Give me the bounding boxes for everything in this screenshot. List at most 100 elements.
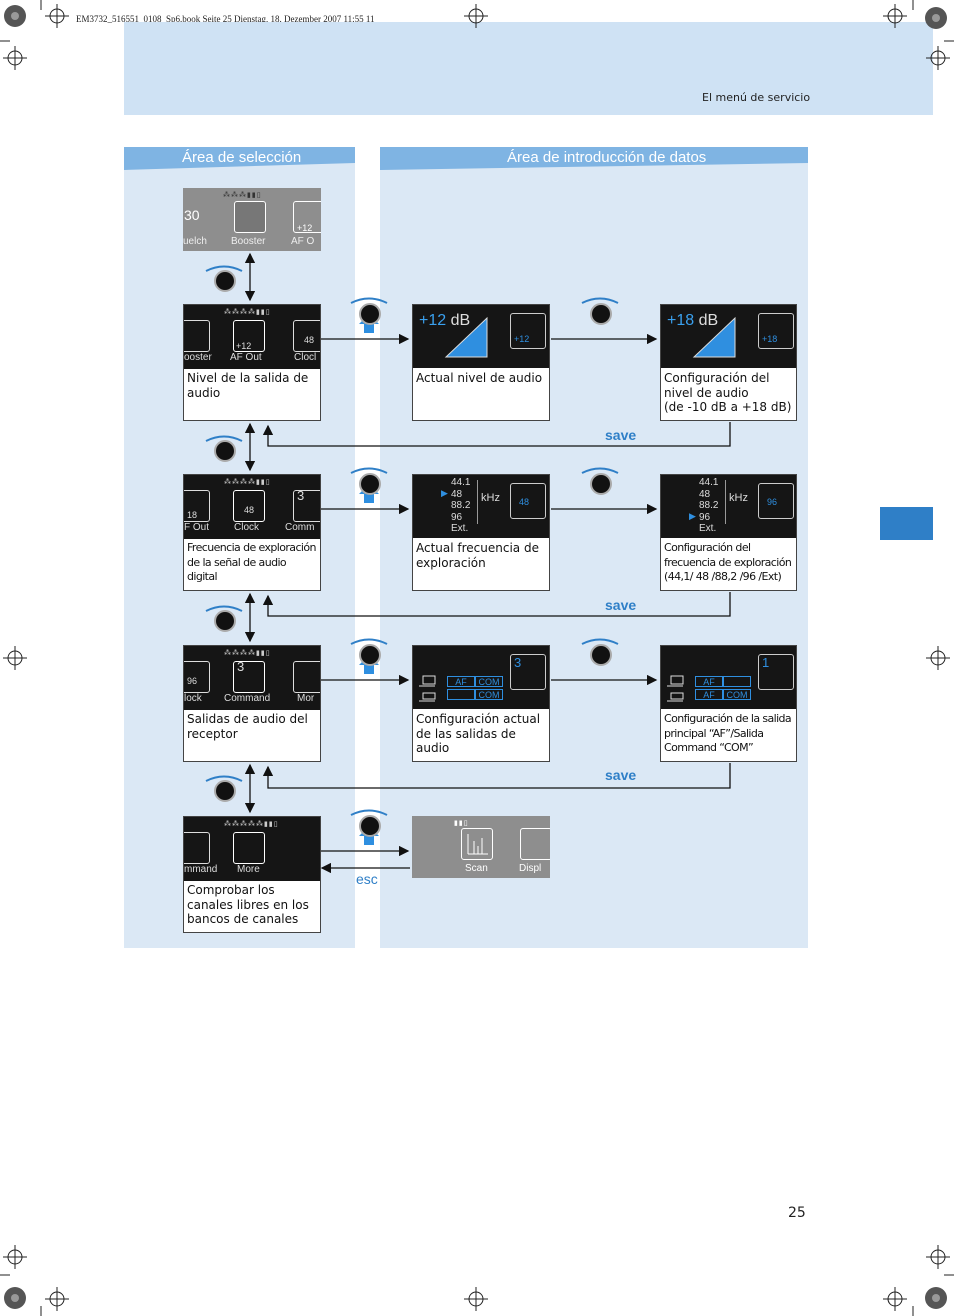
- command-icon: [184, 832, 210, 864]
- command-icon: [293, 490, 320, 522]
- scan-label: Scan: [465, 863, 488, 874]
- top-menu-screen: ⁂⁂⁂▮▮▯ 30 uelch Booster +12 AF O: [183, 188, 321, 251]
- config-caption-line: frecuencia de exploración: [664, 555, 792, 569]
- output-jack-icon: [667, 675, 684, 702]
- select-card-more[interactable]: ⁂⁂⁂⁂⁂▮▮▯ mmand More Comprobar los canale…: [183, 816, 321, 933]
- rate-list: 44.1 48 88.2 96 Ext.: [699, 477, 718, 535]
- menu-left-value: 96: [187, 676, 198, 686]
- booster-icon: [184, 320, 210, 352]
- config-card-audio-outputs: AF AF COM 1 Configuración de la salida p…: [660, 645, 797, 762]
- level-ramp-icon: [692, 316, 736, 358]
- clock-icon: [184, 661, 210, 693]
- select-card-audio-level[interactable]: ⁂⁂⁂⁂▮▮▯ ooster +12 AF Out 48 Clocl Nivel…: [183, 304, 321, 421]
- config-screen: AF AF COM 1: [661, 646, 796, 709]
- rotary-knob-icon[interactable]: [214, 780, 236, 802]
- com-cell: COM: [475, 689, 503, 700]
- menu-screen: ⁂⁂⁂⁂▮▮▯ ooster +12 AF Out 48 Clocl: [184, 305, 320, 369]
- push-knob-icon[interactable]: [359, 644, 381, 666]
- color-wheel-icon: [4, 5, 26, 27]
- scan-icon[interactable]: [461, 828, 493, 860]
- config-screen: +18 dB +18: [661, 305, 796, 368]
- menu-left-label: mmand: [184, 864, 218, 875]
- rate-unit: kHz: [481, 492, 500, 504]
- icon-value: +12: [514, 334, 530, 344]
- current-screen: +12 dB +12: [413, 305, 549, 368]
- clock-icon: [233, 490, 265, 522]
- icon-value: 48: [519, 497, 530, 507]
- page-number: 25: [788, 1205, 806, 1221]
- select-caption: Nivel de la salida de audio: [187, 371, 309, 400]
- command-icon: [510, 654, 546, 690]
- af-out-icon[interactable]: [293, 201, 321, 233]
- current-caption: Actual nivel de audio: [416, 371, 543, 385]
- display-icon[interactable]: [520, 828, 550, 860]
- push-knob-icon[interactable]: [359, 473, 381, 495]
- rotary-knob-icon[interactable]: [214, 610, 236, 632]
- display-label: Displ: [519, 863, 542, 874]
- menu-center-label: AF Out: [230, 352, 262, 363]
- crosshair-icon: [926, 646, 950, 670]
- af-out-value: +12: [297, 223, 313, 233]
- push-knob-icon[interactable]: [359, 815, 381, 837]
- rotary-knob-icon[interactable]: [590, 303, 612, 325]
- config-caption-line: nivel de audio: [664, 385, 749, 400]
- select-card-sample-rate[interactable]: ⁂⁂⁂⁂▮▮▯ 18 F Out 48 Clock 3 Comm Frecuen…: [183, 474, 321, 591]
- squelch-value: 30: [184, 207, 200, 223]
- rotary-knob-icon[interactable]: [214, 270, 236, 292]
- rotary-knob-icon[interactable]: [214, 440, 236, 462]
- select-card-audio-outputs[interactable]: ⁂⁂⁂⁂▮▮▯ 96 lock 3 Command Mor Salidas de…: [183, 645, 321, 762]
- rate-option: 48: [451, 488, 463, 500]
- color-wheel-icon: [925, 7, 947, 29]
- menu-right-label: Mor: [297, 693, 315, 704]
- config-screen: 44.1 48 88.2 96 Ext. ▶ kHz 96: [661, 475, 796, 538]
- chapter-tab-marker: [880, 507, 933, 540]
- crosshair-icon: [3, 46, 27, 70]
- menu-left-label: F Out: [184, 522, 210, 533]
- header-band: [124, 22, 933, 115]
- com-cell: COM: [723, 689, 751, 700]
- booster-label: Booster: [231, 236, 266, 247]
- rotary-knob-icon[interactable]: [590, 644, 612, 666]
- rate-option: 48: [699, 488, 711, 500]
- level-value: +18: [667, 312, 695, 329]
- level-value: +12: [419, 312, 447, 329]
- crosshair-icon: [926, 46, 950, 70]
- rate-option: 88.2: [451, 500, 471, 511]
- com-cell: [723, 676, 751, 687]
- rate-option: 88.2: [699, 500, 719, 511]
- select-caption: Frecuencia de exploración de la señal de…: [187, 541, 316, 583]
- rate-unit: kHz: [729, 492, 748, 504]
- scan-screen: ▮▮▯ Scan Displ: [412, 816, 550, 878]
- crosshair-icon: [3, 646, 27, 670]
- scan-graph-icon: [467, 834, 488, 855]
- save-label: save: [605, 597, 637, 613]
- speaker-icon: [758, 313, 794, 349]
- color-wheel-icon: [4, 1287, 26, 1309]
- menu-left-label: ooster: [184, 352, 212, 363]
- esc-label: esc: [356, 871, 378, 887]
- menu-center-value: 48: [244, 505, 255, 515]
- clock-icon: [510, 483, 546, 519]
- crosshair-icon: [883, 1287, 907, 1311]
- current-caption: Actual frecuencia de exploración: [416, 541, 539, 570]
- output-jack-icon: [419, 675, 436, 702]
- menu-screen: ⁂⁂⁂⁂▮▮▯ 96 lock 3 Command Mor: [184, 646, 320, 710]
- current-caption: Configuración actual de las salidas de a…: [416, 712, 541, 755]
- icon-value: 3: [514, 655, 522, 670]
- current-screen: 44.1 48 88.2 96 Ext. ▶ kHz 48: [413, 475, 549, 538]
- push-knob-icon[interactable]: [359, 303, 381, 325]
- selection-cursor-icon: ▶: [441, 489, 448, 499]
- section-title: El menú de servicio: [702, 91, 811, 104]
- rate-option: 44.1: [451, 477, 471, 488]
- selection-panel-title: Área de selección: [182, 149, 302, 166]
- selection-cursor-icon: ▶: [689, 512, 696, 522]
- config-caption: Configuración de la salida principal “AF…: [664, 712, 794, 756]
- menu-right-value: 48: [304, 335, 315, 345]
- config-card-sample-rate: 44.1 48 88.2 96 Ext. ▶ kHz 96 Configurac…: [660, 474, 797, 591]
- rotary-knob-icon[interactable]: [590, 473, 612, 495]
- booster-icon[interactable]: [234, 201, 266, 233]
- crosshair-icon: [45, 1287, 69, 1311]
- rate-option: Ext.: [451, 523, 469, 534]
- rate-option: 44.1: [699, 477, 719, 488]
